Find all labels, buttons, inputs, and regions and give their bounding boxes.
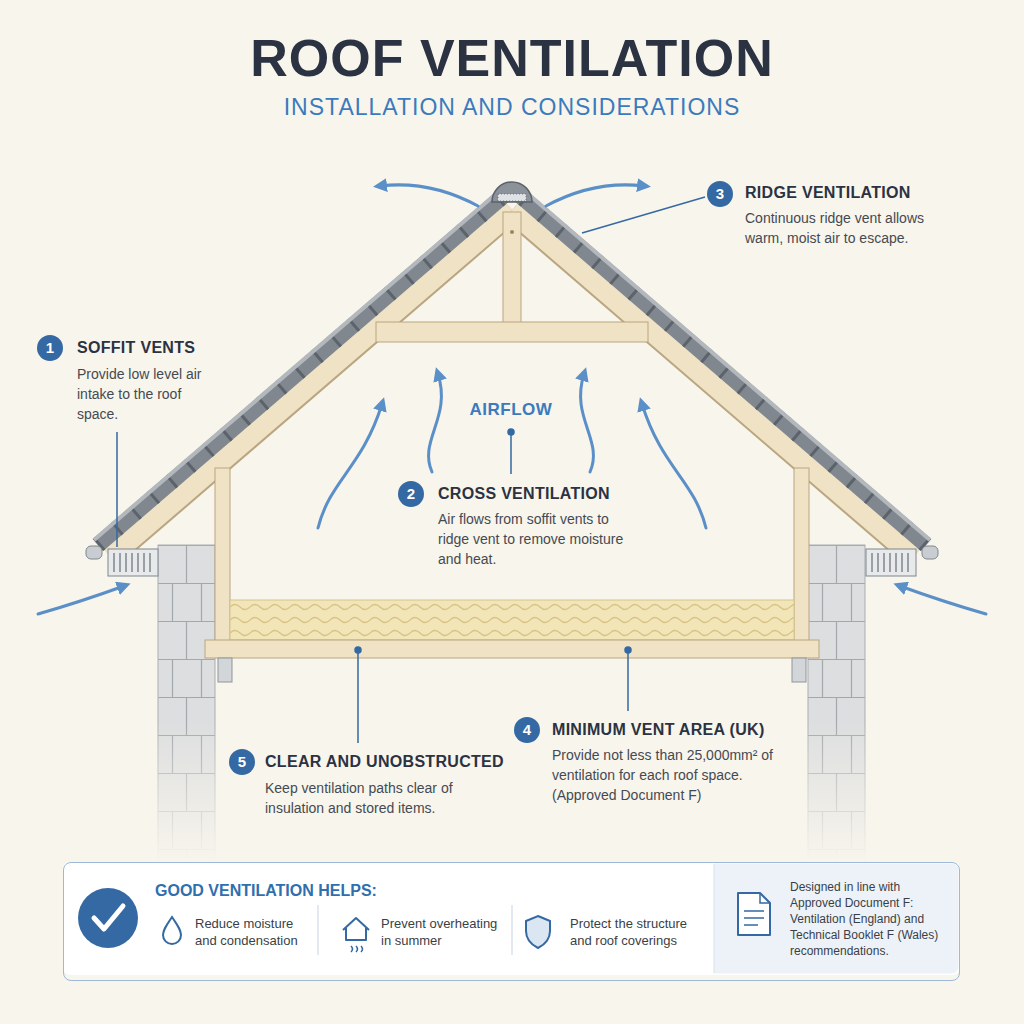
callout-heading: RIDGE VENTILATION	[745, 184, 911, 202]
callout-heading: MINIMUM VENT AREA (UK)	[552, 721, 765, 739]
callout-text: Continuous ridge vent allows warm, moist…	[745, 208, 960, 248]
panel-heading: GOOD VENTILATION HELPS:	[155, 882, 377, 900]
callout-number: 5	[229, 749, 255, 775]
benefit-item: Prevent overheating in summer	[381, 915, 509, 949]
callout-text: Keep ventilation paths clear of insulati…	[265, 778, 480, 818]
airflow-label: AIRFLOW	[451, 400, 571, 420]
callout-number: 4	[514, 717, 540, 743]
benefit-item: Reduce moisture and condensation	[195, 915, 313, 949]
guidance-text: Designed in line with Approved Document …	[790, 879, 950, 959]
callout-text: Air flows from soffit vents to ridge ven…	[438, 509, 628, 569]
callout-number: 3	[707, 181, 733, 207]
subtitle: INSTALLATION AND CONSIDERATIONS	[0, 94, 1024, 121]
callout-number: 2	[398, 481, 424, 507]
diagram-title: ROOF VENTILATION	[0, 28, 1024, 88]
guidance-note: Designed in line with Approved Document …	[714, 863, 959, 973]
callout-heading: CROSS VENTILATION	[438, 485, 610, 503]
callout-text: Provide not less than 25,000mm² of venti…	[552, 745, 802, 805]
callout-heading: SOFFIT VENTS	[77, 339, 195, 357]
benefit-item: Protect the structure and roof coverings	[570, 915, 708, 949]
callout-text: Provide low level air intake to the roof…	[77, 364, 202, 424]
callout-number: 1	[37, 335, 63, 361]
callout-heading: CLEAR AND UNOBSTRUCTED	[265, 753, 504, 771]
benefits-panel: GOOD VENTILATION HELPS: Reduce moisture a…	[63, 862, 960, 981]
